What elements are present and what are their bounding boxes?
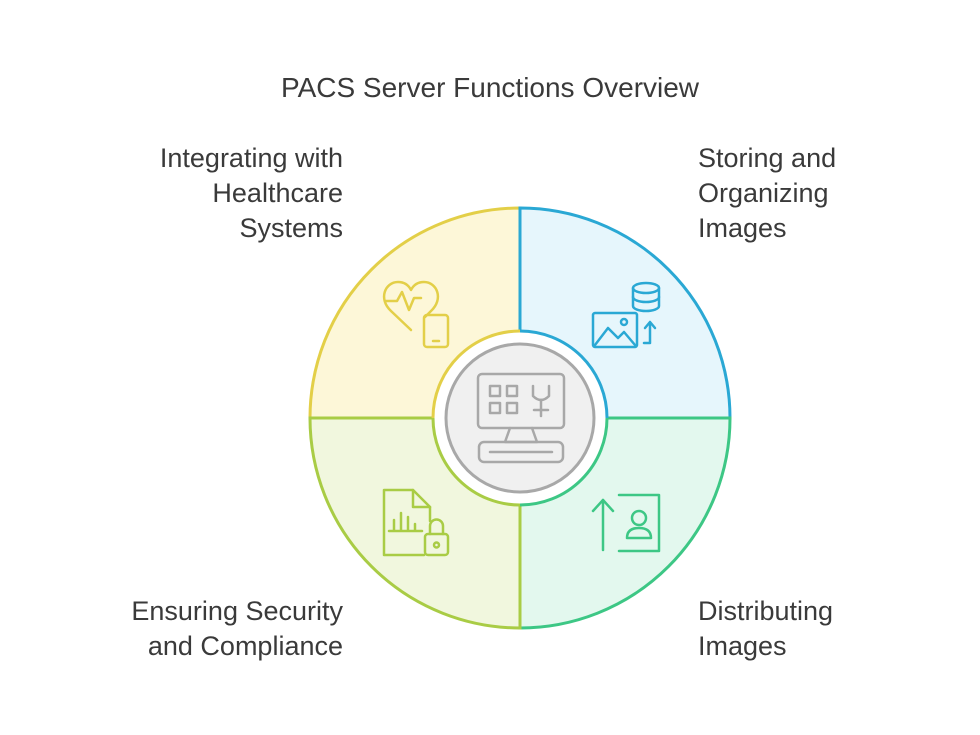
- document-lock-icon: [382, 488, 450, 557]
- heart-tablet-icon: [382, 280, 450, 349]
- label-line: and Compliance: [147, 631, 343, 661]
- diagram-title: PACS Server Functions Overview: [280, 72, 700, 103]
- pacs-workstation-icon: [476, 372, 566, 464]
- label-line: Healthcare: [212, 178, 343, 208]
- upload-contact-icon: [591, 493, 661, 553]
- label-line: Images: [698, 213, 787, 243]
- label-storing: Storing and Organizing Images: [698, 141, 836, 246]
- label-line: Storing and: [698, 143, 837, 173]
- label-distributing: Distributing Images: [698, 594, 833, 664]
- center-hub: [444, 342, 596, 494]
- label-line: Integrating with: [159, 143, 343, 173]
- label-line: Systems: [239, 213, 343, 243]
- label-line: Organizing: [698, 178, 829, 208]
- image-database-icon: [591, 281, 661, 349]
- label-ensuring: Ensuring Security and Compliance: [131, 594, 343, 664]
- label-line: Distributing: [698, 596, 834, 626]
- label-integrating: Integrating with Healthcare Systems: [160, 141, 343, 246]
- label-line: Images: [698, 631, 787, 661]
- label-line: Ensuring Security: [131, 596, 343, 626]
